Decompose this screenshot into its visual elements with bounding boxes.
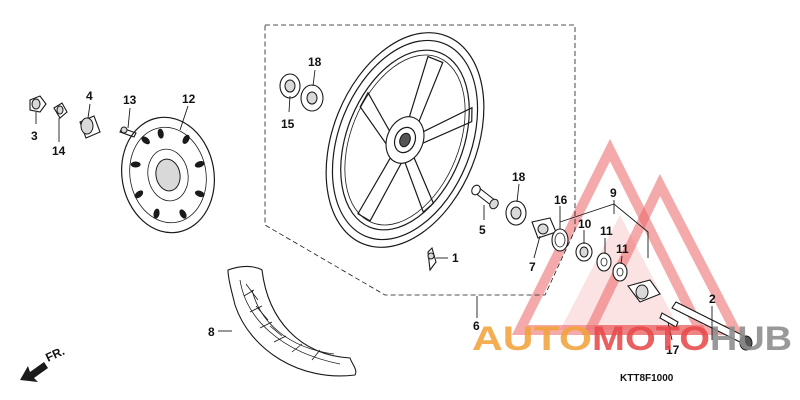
callout-11-a: 11 (600, 224, 613, 238)
watermark-part-hub: HUB (710, 320, 792, 358)
oil-seal-part-16 (551, 228, 569, 252)
arrow-down-left-icon (20, 362, 48, 382)
gearbox-part-10 (575, 242, 593, 262)
callout-4: 4 (86, 89, 93, 103)
callout-11-b: 11 (616, 242, 629, 256)
assembly-boundary (264, 24, 576, 296)
bearing-part-15 (279, 73, 301, 99)
collar-part-4 (79, 115, 101, 139)
bolt-part-17 (659, 312, 679, 328)
callout-10: 10 (578, 217, 592, 231)
watermark-part-auto: AUTO (472, 320, 592, 358)
retainer-part-7 (531, 217, 557, 239)
leader-lines (35, 69, 713, 341)
callout-9: 9 (610, 186, 617, 200)
valve-part-1 (427, 246, 437, 272)
callout-16: 16 (554, 193, 568, 207)
callout-15: 15 (281, 117, 295, 131)
washer-part-11-b (612, 262, 628, 282)
callout-1: 1 (452, 251, 459, 265)
callout-14: 14 (52, 144, 66, 158)
bearing-part-18-upper (300, 84, 324, 112)
callout-5: 5 (479, 223, 486, 237)
watermark-wordmark: AUTO MOTO HUB (472, 320, 792, 358)
callout-13: 13 (123, 93, 137, 107)
tire-part-8 (227, 265, 357, 377)
front-direction-indicator: FR. (20, 344, 67, 382)
callout-7: 7 (529, 260, 536, 274)
distance-collar-part-5 (471, 184, 499, 210)
callout-18-upper: 18 (308, 55, 322, 69)
callout-3: 3 (31, 129, 38, 143)
callout-17: 17 (666, 343, 680, 357)
callout-12: 12 (182, 92, 196, 106)
front-direction-label: FR. (43, 344, 66, 365)
cap-part-14 (53, 102, 68, 119)
bearing-part-18-lower (505, 200, 527, 226)
cast-wheel-rim (325, 32, 485, 248)
nut-part-3 (29, 95, 47, 113)
washer-part-11-a (596, 252, 612, 272)
callout-6: 6 (473, 319, 480, 333)
brake-disc-part-12 (120, 116, 216, 234)
callout-8: 8 (208, 325, 215, 339)
callout-2: 2 (709, 292, 716, 306)
diagram-code: KTT8F1000 (620, 373, 674, 384)
callout-18-lower: 18 (512, 170, 526, 184)
watermark-part-moto: MOTO (592, 320, 710, 358)
axle-part-2 (671, 301, 753, 351)
callout-labels: 3 14 4 13 12 15 18 5 18 7 16 9 10 11 11 … (31, 55, 716, 357)
gearbox-housing (627, 279, 661, 303)
